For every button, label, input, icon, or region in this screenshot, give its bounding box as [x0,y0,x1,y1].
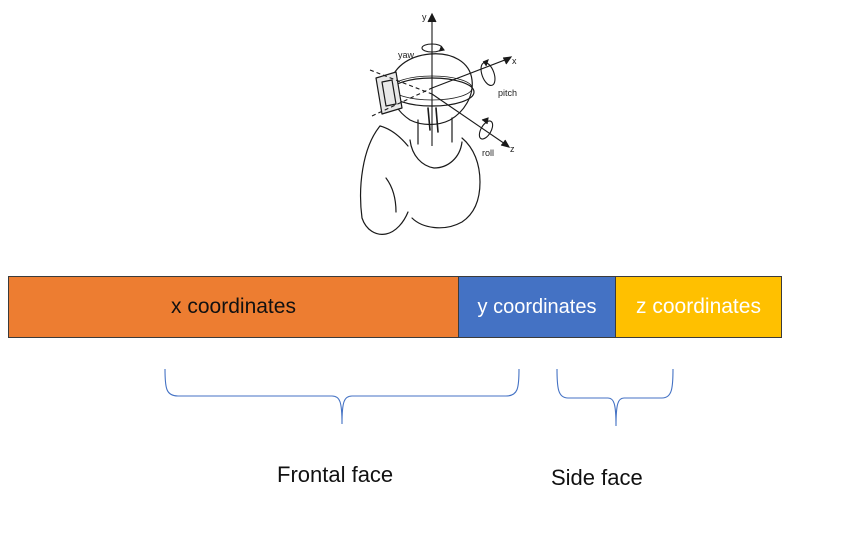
shoulder-line [379,125,409,147]
roll-label: roll [482,148,494,158]
z-coordinates-segment: z coordinates [616,277,781,337]
x-coordinates-label: x coordinates [171,295,296,318]
z-axis-label: z [510,144,515,154]
y-coordinates-segment: y coordinates [459,277,616,337]
z-axis [431,93,509,147]
side-face-label: Side face [551,465,643,490]
head-outline [389,53,473,126]
y-coordinates-label: y coordinates [477,295,597,318]
coordinate-vector-bar: x coordinates y coordinates z coordinate… [8,276,782,338]
y-axis-label: y [422,12,427,22]
pitch-label: pitch [498,88,517,98]
x-axis-label: x [512,56,517,66]
frontal-face-brace-path [164,368,520,425]
side-face-brace [556,368,674,428]
x-axis [431,57,511,89]
x-coordinates-segment: x coordinates [9,277,459,337]
z-coordinates-label: z coordinates [636,295,761,318]
collar [409,139,463,169]
torso-outline [360,125,481,235]
roll-arrow [478,120,494,140]
head-rotation-diagram: y yaw x pitch z roll [360,12,517,235]
pitch-arrow [480,61,496,87]
frontal-face-label: Frontal face [277,462,394,487]
frontal-face-brace [164,368,520,426]
neck [417,117,453,145]
vr-headset-illustration: y yaw x pitch z roll [352,8,528,244]
yaw-label: yaw [398,50,415,60]
side-face-brace-path [556,368,674,427]
headset-visor [375,71,403,115]
